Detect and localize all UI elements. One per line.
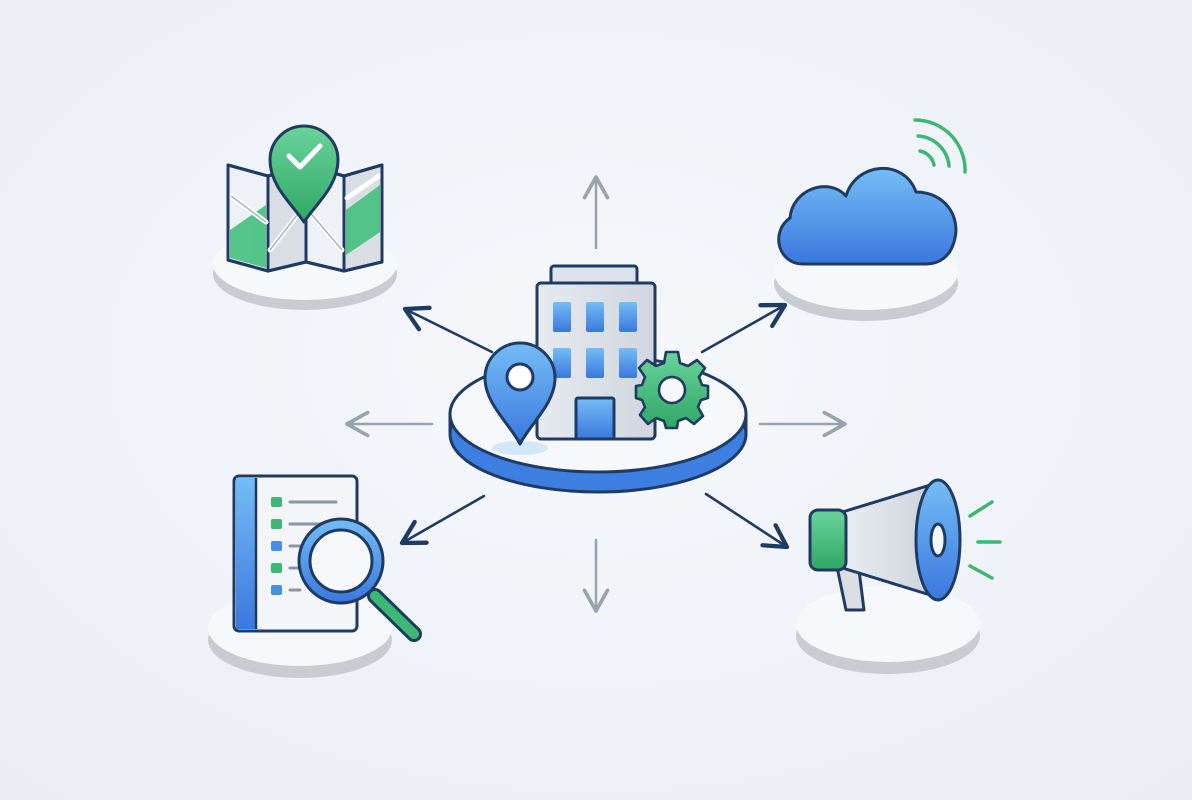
central-hub xyxy=(448,264,748,494)
gray-arrows xyxy=(345,175,847,613)
megaphone-icon xyxy=(808,478,962,612)
check-pin-icon xyxy=(268,124,340,224)
cloud-with-signal-icon xyxy=(777,118,967,266)
arrow-to-search xyxy=(399,494,486,546)
megaphone-node xyxy=(796,478,1002,674)
search-listing-node xyxy=(208,474,422,678)
checkmark-icon xyxy=(286,143,323,170)
magnifier-icon xyxy=(297,517,422,642)
arrow-to-cloud xyxy=(700,302,788,354)
office-building-icon xyxy=(535,264,657,441)
arrow-to-megaphone xyxy=(704,492,790,550)
location-pin-icon xyxy=(483,341,557,446)
map-node xyxy=(213,124,397,310)
dark-arrows xyxy=(399,302,790,550)
signal-waves-icon xyxy=(913,118,967,174)
map-with-check-pin-icon xyxy=(226,124,384,273)
arrow-to-map xyxy=(402,305,494,354)
document-search-icon xyxy=(232,474,422,642)
cloud-node xyxy=(774,118,967,321)
gear-icon xyxy=(634,350,710,430)
sound-lines-icon xyxy=(968,500,1002,580)
megaphone-pedestal xyxy=(796,586,980,674)
